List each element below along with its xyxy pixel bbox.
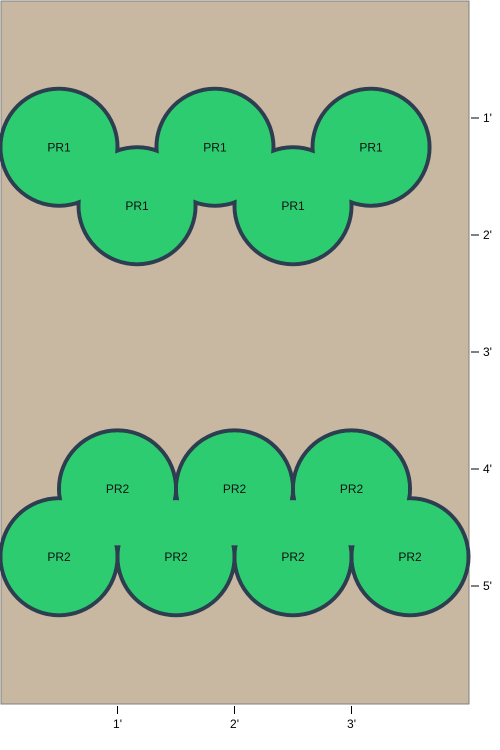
plant-circle[interactable] — [119, 500, 233, 614]
x-axis-tick-label: 1' — [113, 717, 122, 731]
plant-label: PR1 — [281, 199, 305, 213]
plant-label: PR1 — [359, 140, 383, 154]
plant-circle[interactable] — [2, 90, 116, 204]
x-axis-tick-label: 3' — [347, 717, 356, 731]
plant-label: PR2 — [106, 482, 130, 496]
plant-circle[interactable] — [236, 500, 350, 614]
plant-circle[interactable] — [236, 149, 350, 263]
y-axis-tick-label: 3' — [483, 345, 492, 359]
plant-circle[interactable] — [158, 90, 272, 204]
plant-label: PR2 — [340, 482, 364, 496]
plant-label: PR2 — [47, 550, 71, 564]
plant-label: PR2 — [281, 550, 305, 564]
x-axis-tick-label: 2' — [230, 717, 239, 731]
plant-circle[interactable] — [2, 500, 116, 614]
plant-label: PR1 — [47, 140, 71, 154]
axis-ticks: 1' 2' 3' 1' 2' 3' 4' 5' — [113, 111, 492, 731]
plant-circle[interactable] — [80, 149, 194, 263]
plant-label: PR2 — [223, 482, 247, 496]
y-axis-tick-label: 4' — [483, 462, 492, 476]
y-axis-tick-label: 1' — [483, 111, 492, 125]
y-axis-tick-label: 5' — [483, 579, 492, 593]
plant-circle[interactable] — [314, 90, 428, 204]
plant-circle[interactable] — [353, 500, 467, 614]
y-axis-tick-label: 2' — [483, 228, 492, 242]
plant-label: PR1 — [203, 140, 227, 154]
plant-label: PR2 — [164, 550, 188, 564]
plant-label: PR2 — [398, 550, 422, 564]
plant-label: PR1 — [125, 199, 149, 213]
